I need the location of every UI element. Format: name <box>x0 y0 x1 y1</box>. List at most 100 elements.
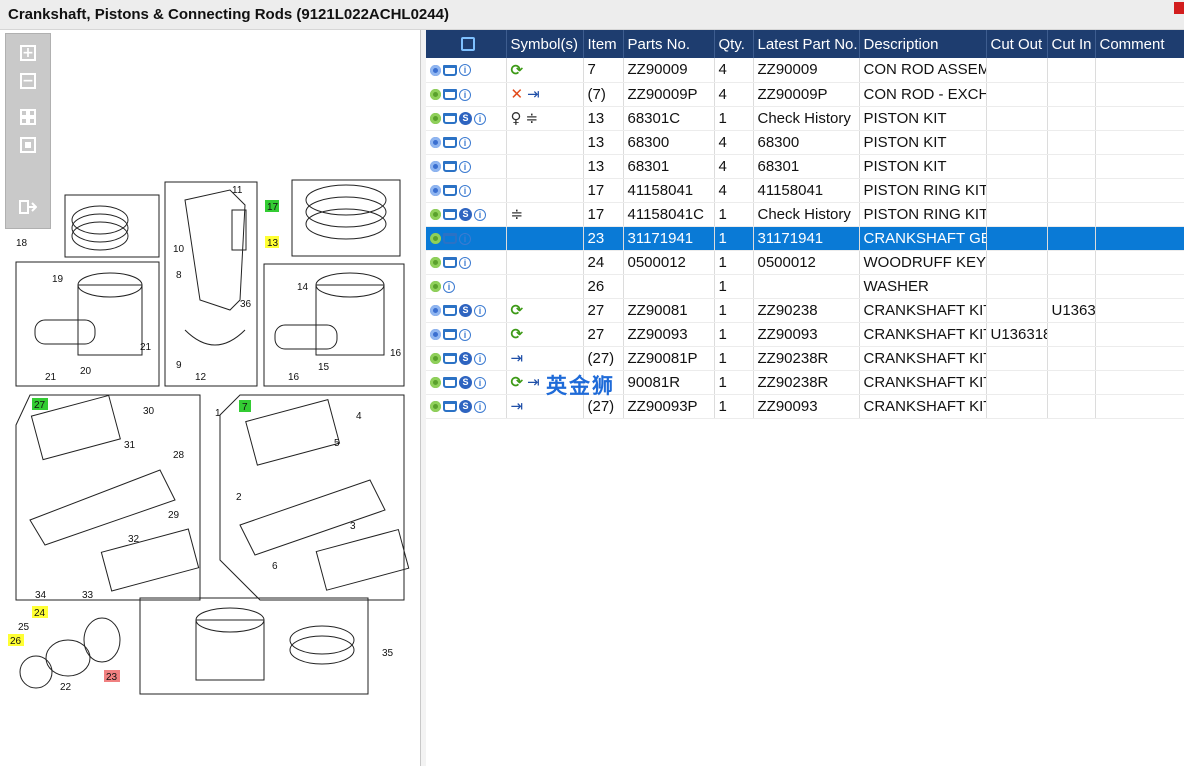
cell-item[interactable]: 13 <box>583 154 624 179</box>
cell-comment[interactable] <box>1095 178 1184 203</box>
info-icon[interactable]: i <box>459 328 471 341</box>
info-icon[interactable]: i <box>474 112 486 125</box>
cell-qty[interactable]: 1 <box>714 322 754 347</box>
cell-part-no[interactable] <box>623 274 715 299</box>
gear-green-icon[interactable] <box>430 89 441 101</box>
callout-34[interactable]: 34 <box>35 590 47 601</box>
callout-6[interactable]: 6 <box>272 561 278 572</box>
cell-item[interactable]: 13 <box>583 106 624 131</box>
callout-17[interactable]: 17 <box>267 202 279 213</box>
column-tools[interactable] <box>426 30 507 58</box>
callout-23[interactable]: 23 <box>106 672 118 683</box>
pane-splitter[interactable] <box>421 30 426 766</box>
info-icon[interactable]: i <box>459 160 471 173</box>
cell-item[interactable]: 13 <box>583 130 624 155</box>
cell-part-no[interactable]: ZZ90081P <box>623 346 715 371</box>
cell-description[interactable]: WOODRUFF KEY <box>859 250 987 275</box>
gear-green-icon[interactable] <box>430 233 441 245</box>
cell-comment[interactable] <box>1095 58 1184 83</box>
cell-item[interactable]: 27 <box>583 298 624 323</box>
cell-qty[interactable]: 1 <box>714 250 754 275</box>
diagram-pane[interactable]: 18 19 20 21 21 11 10 8 36 9 12 17 13 14 … <box>0 30 421 766</box>
cell-cut-in[interactable] <box>1047 82 1096 107</box>
cell-cut-out[interactable] <box>986 274 1048 299</box>
gear-green-icon[interactable] <box>430 377 441 389</box>
cell-cut-out[interactable] <box>986 106 1048 131</box>
cell-comment[interactable] <box>1095 250 1184 275</box>
cell-part-no[interactable]: 68300 <box>623 130 715 155</box>
zoom-in-button[interactable]: + <box>17 43 39 63</box>
callout-9[interactable]: 9 <box>176 360 182 371</box>
cell-item[interactable]: 17 <box>583 202 624 227</box>
callout-24[interactable]: 24 <box>34 608 46 619</box>
callout-4[interactable]: 4 <box>356 411 362 422</box>
gear-blue-icon[interactable] <box>430 64 441 76</box>
cell-item[interactable]: 7 <box>583 58 624 83</box>
cart-icon[interactable] <box>443 377 457 389</box>
cell-qty[interactable]: 4 <box>714 58 754 83</box>
column-cut-out[interactable]: Cut Out <box>986 30 1048 58</box>
info-icon[interactable]: i <box>443 280 455 293</box>
cell-qty[interactable]: 1 <box>714 274 754 299</box>
cell-description[interactable]: CRANKSHAFT KIT <box>859 346 987 371</box>
callout-13[interactable]: 13 <box>267 238 279 249</box>
callout-2[interactable]: 2 <box>236 492 242 503</box>
gear-green-icon[interactable] <box>430 113 441 125</box>
cell-comment[interactable] <box>1095 202 1184 227</box>
cell-comment[interactable] <box>1095 370 1184 395</box>
callout-18[interactable]: 18 <box>16 238 28 249</box>
cell-part-no[interactable]: 41158041 <box>623 178 715 203</box>
callout-7[interactable]: 7 <box>242 402 248 413</box>
cell-cut-in[interactable] <box>1047 178 1096 203</box>
cell-cut-out[interactable]: U136318 <box>986 322 1048 347</box>
cell-part-no[interactable]: 68301 <box>623 154 715 179</box>
callout-12[interactable]: 12 <box>195 372 207 383</box>
gear-blue-icon[interactable] <box>430 329 441 341</box>
callout-16[interactable]: 16 <box>390 348 402 359</box>
cell-latest-part-no[interactable]: 31171941 <box>753 226 860 251</box>
cell-comment[interactable] <box>1095 154 1184 179</box>
cell-description[interactable]: CON ROD ASSEMB <box>859 58 987 83</box>
cell-latest-part-no[interactable]: 0500012 <box>753 250 860 275</box>
info-icon[interactable]: i <box>474 352 486 365</box>
cell-part-no[interactable]: ZZ90081 <box>623 298 715 323</box>
cell-qty[interactable]: 4 <box>714 82 754 107</box>
column-qty[interactable]: Qty. <box>714 30 754 58</box>
column-cut-in[interactable]: Cut In <box>1047 30 1096 58</box>
cell-cut-in[interactable] <box>1047 106 1096 131</box>
callout-19[interactable]: 19 <box>52 274 64 285</box>
gear-blue-icon[interactable] <box>430 161 441 173</box>
cell-part-no[interactable]: 41158041C <box>623 202 715 227</box>
info-icon[interactable]: i <box>459 232 471 245</box>
callout-21[interactable]: 21 <box>140 342 152 353</box>
fit-page-icon[interactable] <box>17 107 39 127</box>
s-icon[interactable]: S <box>459 112 472 126</box>
cell-cut-in[interactable] <box>1047 202 1096 227</box>
s-icon[interactable]: S <box>459 400 472 414</box>
s-icon[interactable]: S <box>459 304 472 318</box>
cart-icon[interactable] <box>443 185 457 197</box>
cart-icon[interactable] <box>443 305 457 317</box>
callout-32[interactable]: 32 <box>128 534 140 545</box>
cell-part-no[interactable]: ZZ90009 <box>623 58 715 83</box>
callout-30[interactable]: 30 <box>143 406 155 417</box>
info-icon[interactable]: i <box>459 256 471 269</box>
cell-qty[interactable]: 1 <box>714 202 754 227</box>
cell-qty[interactable]: 1 <box>714 394 754 419</box>
cell-cut-out[interactable] <box>986 346 1048 371</box>
cart-icon[interactable] <box>443 257 457 269</box>
cell-cut-out[interactable] <box>986 394 1048 419</box>
column-item[interactable]: Item <box>583 30 624 58</box>
info-icon[interactable]: i <box>474 376 486 389</box>
cart-icon[interactable] <box>443 161 457 173</box>
callout-29[interactable]: 29 <box>168 510 180 521</box>
info-icon[interactable]: i <box>459 88 471 101</box>
cell-cut-out[interactable] <box>986 82 1048 107</box>
